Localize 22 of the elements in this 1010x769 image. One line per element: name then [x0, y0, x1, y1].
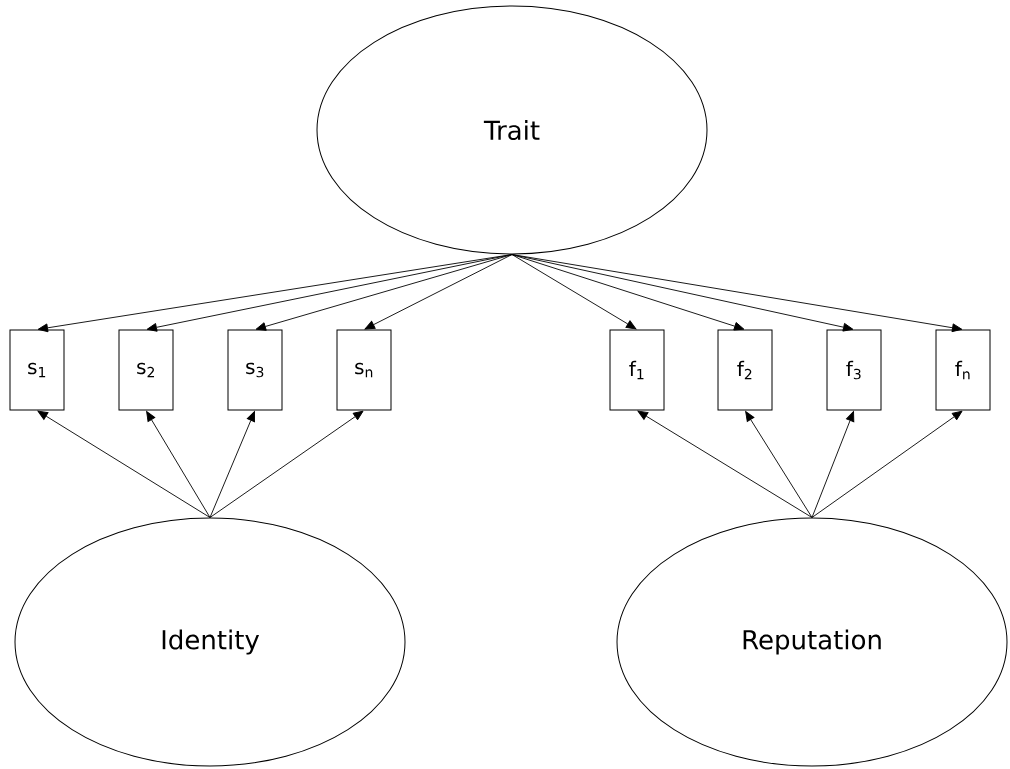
box: f$_{1}$ — [609, 329, 665, 411]
box: f$_{2}$ — [717, 329, 773, 411]
arrow — [255, 254, 513, 331]
box: s$_{2}$ — [118, 329, 174, 411]
box: f$_{3}$ — [826, 329, 882, 411]
arrow — [37, 410, 211, 518]
arrow — [209, 411, 255, 518]
arrow — [209, 410, 364, 518]
box: f$_{n}$ — [935, 329, 991, 411]
box: s$_{3}$ — [227, 329, 283, 411]
arrow — [745, 411, 813, 518]
arrow — [811, 411, 855, 518]
arrow — [364, 254, 513, 330]
arrow — [637, 410, 813, 518]
arrow — [511, 254, 745, 331]
arrow — [146, 254, 513, 332]
box: s$_{1}$ — [9, 329, 65, 411]
box: s$_{n}$ — [336, 329, 392, 411]
arrow — [146, 411, 211, 518]
arrow — [511, 254, 637, 330]
arrow — [811, 410, 963, 518]
arrow — [511, 254, 963, 333]
